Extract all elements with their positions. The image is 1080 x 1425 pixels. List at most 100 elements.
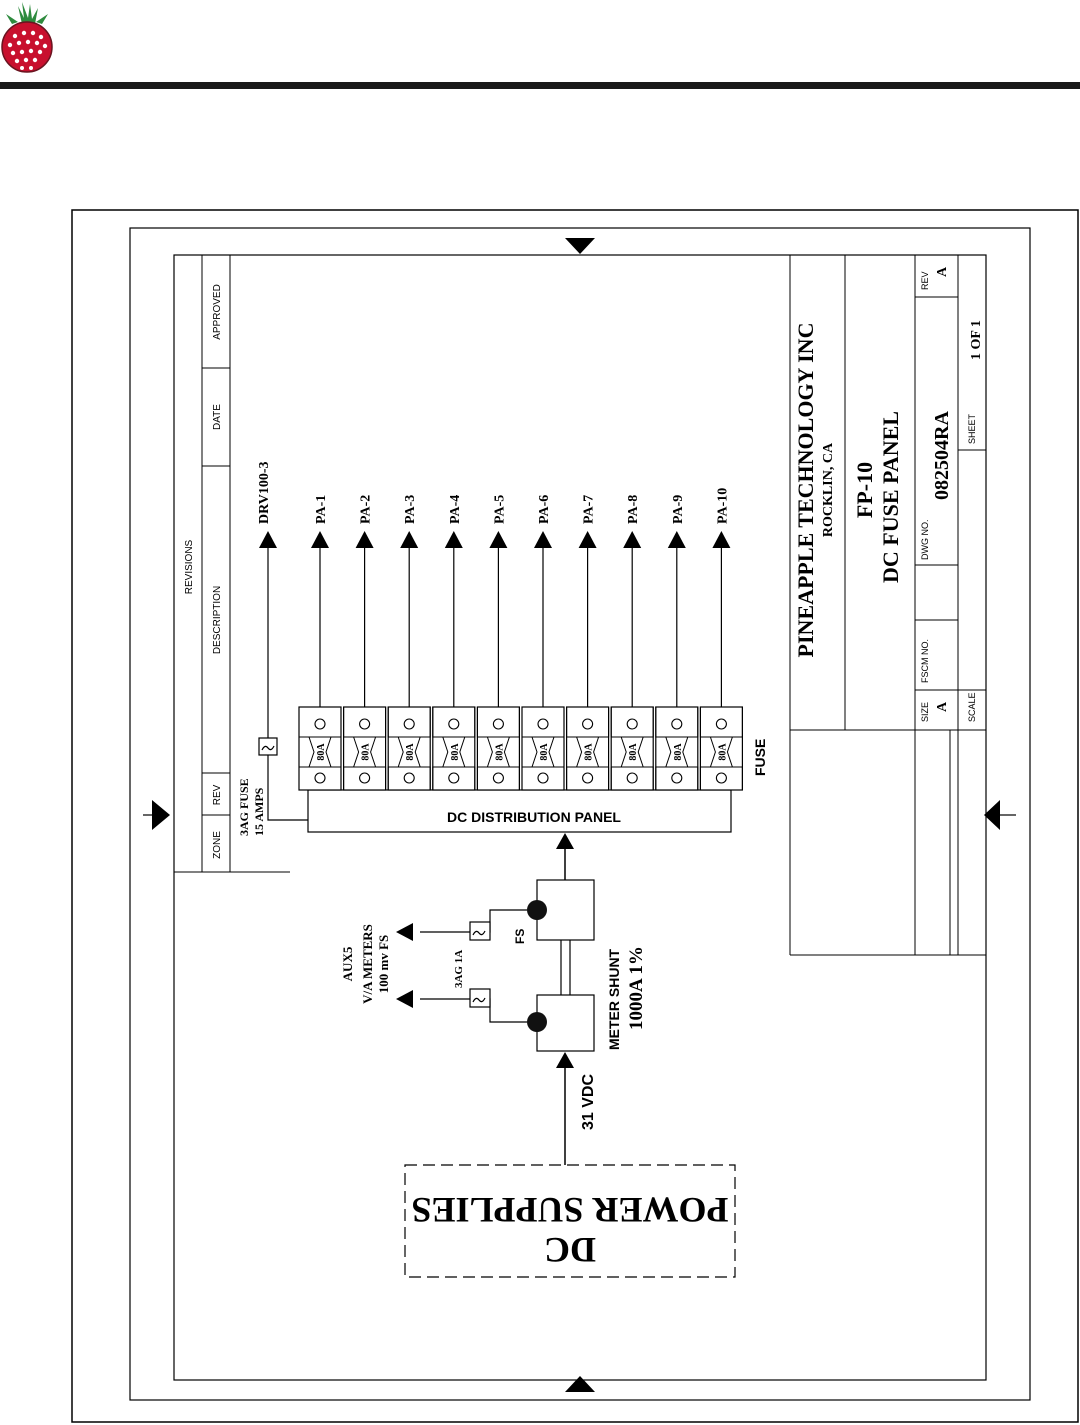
output-arrow-head bbox=[355, 531, 374, 548]
fuse-bottom-terminal bbox=[298, 766, 342, 791]
header-rule bbox=[0, 82, 1080, 89]
supply-label-line1: DC bbox=[544, 1230, 596, 1270]
shunt-terminal-bottom bbox=[527, 1012, 547, 1032]
fuse-bolt-bottom bbox=[448, 772, 460, 784]
fuse-rating: 80A bbox=[361, 743, 372, 761]
fuse-bolt-top bbox=[359, 718, 371, 730]
output-label-pa-9: PA-9 bbox=[671, 495, 686, 524]
aux-label-line3: 100 mv FS bbox=[376, 935, 391, 994]
fuse-bottom-terminal bbox=[521, 766, 565, 791]
scale-label: SCALE bbox=[967, 692, 977, 722]
fuse-rating: 80A bbox=[450, 743, 461, 761]
size-label: SIZE bbox=[920, 702, 930, 722]
aux-fuse-label: 3AG 1A bbox=[453, 950, 465, 988]
output-arrow-head bbox=[623, 531, 642, 548]
fuse-element bbox=[576, 736, 600, 768]
fuse-rating: 80A bbox=[584, 743, 595, 761]
company-location: ROCKLIN, CA bbox=[821, 442, 836, 537]
drv-fuse-label-line1: 3AG FUSE bbox=[237, 778, 251, 836]
aux-fuse-bottom bbox=[469, 988, 491, 1008]
fuse-array: 80APA-180APA-280APA-380APA-480APA-580APA… bbox=[298, 488, 744, 791]
fuse-element bbox=[442, 736, 466, 768]
output-arrow-head bbox=[667, 531, 686, 548]
output-label-pa-6: PA-6 bbox=[537, 495, 552, 524]
output-arrow-head bbox=[444, 531, 463, 548]
output-arrow-head bbox=[400, 531, 419, 548]
fuse-rating: 80A bbox=[405, 743, 416, 761]
fuse-element bbox=[620, 736, 644, 768]
drv-branch: DRV100-3 3AG FUSE 15 AMPS bbox=[237, 461, 308, 836]
revision-col-date: DATE bbox=[212, 404, 223, 430]
fuse-rating: 80A bbox=[673, 743, 684, 761]
supply-label-line2: POWER SUPPLIES bbox=[411, 1190, 728, 1230]
dwg-number: 082504RA bbox=[931, 411, 953, 500]
fuse-rating: 80A bbox=[316, 743, 327, 761]
fuse-bottom-terminal bbox=[699, 766, 743, 791]
fuse-bolt-top bbox=[582, 718, 594, 730]
drv-arrow-head bbox=[259, 531, 277, 548]
fuse-rating: 80A bbox=[539, 743, 550, 761]
aux-fuse-top bbox=[469, 921, 491, 941]
fuse-element bbox=[397, 736, 421, 768]
fuse-element bbox=[353, 736, 377, 768]
input-voltage-label: 31 VDC bbox=[580, 1074, 597, 1130]
fuse-bolt-top bbox=[403, 718, 415, 730]
sheet-label: SHEET bbox=[967, 413, 977, 444]
meter-shunt: FS METER SHUNT 1000A 1% bbox=[513, 879, 647, 1052]
output-label-pa-5: PA-5 bbox=[492, 495, 507, 524]
fuse-bottom-terminal bbox=[432, 766, 476, 791]
fuse-bottom-terminal bbox=[343, 766, 387, 791]
sheet-value: 1 OF 1 bbox=[969, 320, 984, 360]
revisions-title: REVISIONS bbox=[184, 539, 195, 594]
aux-meter-branches: 3AG 1A AUX5 V/A METERS 100 mv FS bbox=[340, 909, 527, 1023]
fuse-bottom-terminal bbox=[655, 766, 699, 791]
output-arrow-head bbox=[534, 531, 552, 548]
output-arrow-head bbox=[578, 531, 597, 548]
fuse-bolt-top bbox=[314, 718, 326, 730]
revisions-block: REVISIONS ZONE REV DESCRIPTION DATE APPR… bbox=[174, 255, 290, 873]
fuse-element bbox=[486, 736, 510, 768]
fuse-bolt-bottom bbox=[671, 772, 683, 784]
fuse-bolt-bottom bbox=[359, 772, 371, 784]
bottom-center-mark bbox=[565, 1376, 595, 1392]
revision-col-description: DESCRIPTION bbox=[212, 586, 223, 654]
fuse-bottom-terminal bbox=[610, 766, 654, 791]
input-feed: 31 VDC bbox=[556, 1052, 597, 1165]
fuse-element bbox=[308, 736, 332, 768]
fuse-rating: 80A bbox=[628, 743, 639, 761]
fuse-bolt-top bbox=[448, 718, 460, 730]
revision-col-approved: APPROVED bbox=[212, 284, 223, 340]
fuse-bolt-bottom bbox=[582, 772, 594, 784]
pineapple-logo bbox=[1, 2, 53, 73]
fuse-bolt-bottom bbox=[314, 772, 326, 784]
aux-label-line1: AUX5 bbox=[340, 946, 355, 981]
output-label-pa-3: PA-3 bbox=[403, 495, 418, 524]
fuse-label: FUSE bbox=[752, 739, 768, 776]
fuse-bolt-bottom bbox=[626, 772, 638, 784]
shunt-terminal-top bbox=[527, 900, 547, 920]
page-header bbox=[0, 2, 1080, 89]
fuse-bolt-top bbox=[537, 718, 549, 730]
fuse-bottom-terminal bbox=[476, 766, 520, 791]
fuse-bolt-bottom bbox=[537, 772, 549, 784]
model-number: FP-10 bbox=[852, 462, 877, 518]
company-name: PINEAPPLE TECHNOLOGY INC bbox=[793, 323, 818, 658]
fuse-bolt-bottom bbox=[492, 772, 504, 784]
drv-output-label: DRV100-3 bbox=[257, 461, 272, 524]
fuse-bolt-bottom bbox=[715, 772, 727, 784]
fscm-label: FSCM NO. bbox=[920, 639, 930, 683]
drawing-title: DC FUSE PANEL bbox=[878, 411, 903, 583]
output-label-pa-2: PA-2 bbox=[359, 495, 374, 524]
output-arrow-head bbox=[311, 531, 329, 548]
fuse-bolt-top bbox=[715, 718, 727, 730]
output-label-pa-10: PA-10 bbox=[715, 488, 730, 524]
fuse-element bbox=[709, 736, 733, 768]
right-center-mark bbox=[984, 800, 1000, 830]
fuse-rating: 80A bbox=[494, 743, 505, 761]
fuse-bolt-bottom bbox=[403, 772, 415, 784]
fuse-element bbox=[531, 736, 555, 768]
output-arrow-head bbox=[489, 531, 508, 548]
rev-label: REV bbox=[920, 271, 930, 290]
fuse-bolt-top bbox=[626, 718, 638, 730]
